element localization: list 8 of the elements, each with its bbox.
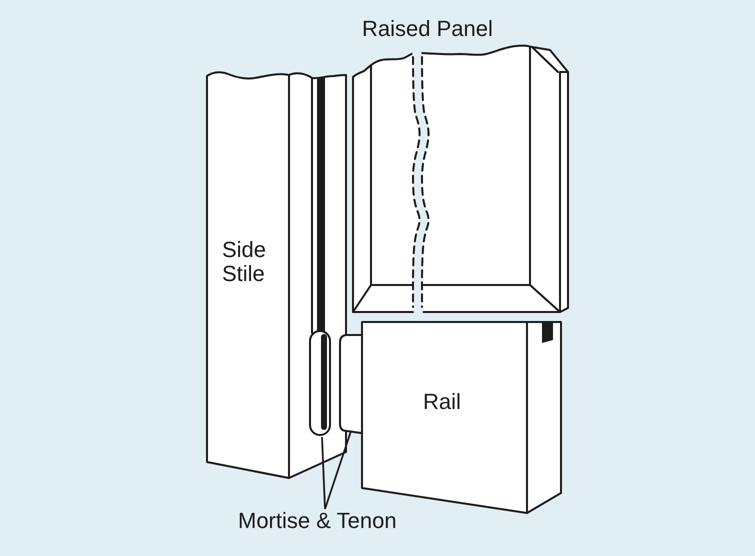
part-label: Raised Panel [362,17,493,41]
leader-line [321,436,326,510]
tenon [338,333,362,434]
callout-label: Mortise & Tenon [238,509,397,533]
part-label: Rail [423,390,461,414]
part-label: Side Stile [222,238,268,286]
mortise-slot [308,329,332,437]
leader-line [324,430,352,510]
